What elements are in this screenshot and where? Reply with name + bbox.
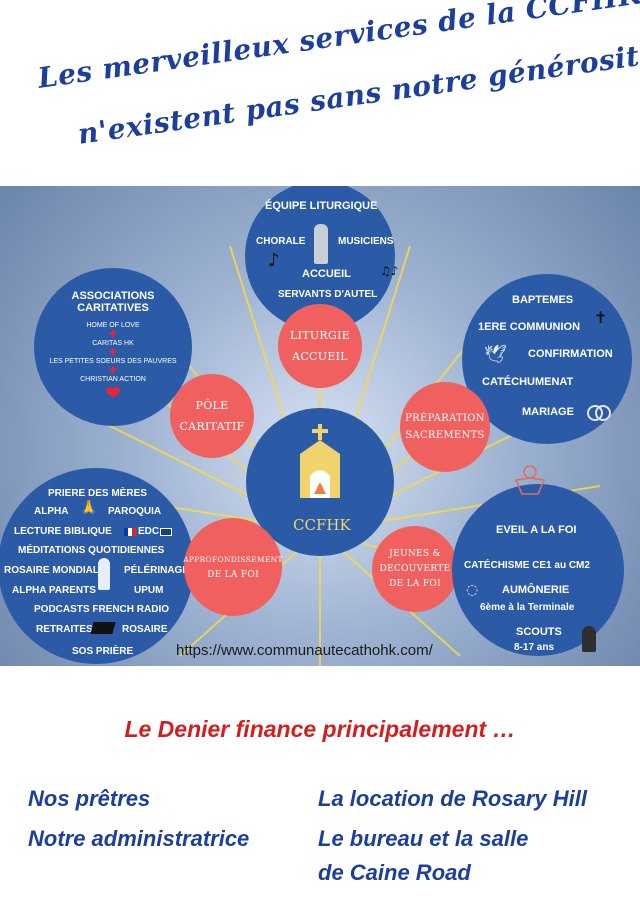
circle-eveil bbox=[452, 484, 624, 656]
pole-line-2: CARITATIF bbox=[179, 420, 245, 433]
right-list: La location de Rosary Hill Le bureau et … bbox=[318, 782, 587, 890]
br-row-6: 8-17 ans bbox=[514, 642, 555, 653]
jeunes-line-2: DECOUVERTE bbox=[379, 564, 451, 574]
chapel-icon bbox=[296, 424, 344, 498]
bl-row-4: MÉDITATIONS QUOTIDIENNES bbox=[18, 545, 165, 556]
prep-line-2: SACREMENTS bbox=[405, 430, 485, 441]
list-item-caine-road: de Caine Road bbox=[318, 860, 471, 885]
scout-icon bbox=[582, 626, 596, 652]
circle-liturgie: LITURGIE ACCUEIL bbox=[278, 304, 362, 388]
bible-icon bbox=[90, 622, 116, 634]
equipe-chorale: CHORALE bbox=[256, 236, 306, 247]
sacr-item-4: CATÉCHUMENAT bbox=[482, 376, 574, 388]
bl-row-2a: ALPHA bbox=[34, 506, 69, 517]
center-label: CCFHK bbox=[293, 516, 351, 534]
circle-pole-caritatif: PÔLE CARITATIF bbox=[170, 374, 254, 458]
assoc-cross-icon-2: ✚ bbox=[109, 347, 117, 357]
left-list: Nos prêtres Notre administratrice bbox=[28, 782, 249, 856]
rings-icon bbox=[586, 402, 612, 422]
jeunes-line-3: DE LA FOI bbox=[389, 579, 441, 589]
equipe-servants: SERVANTS D'AUTEL bbox=[278, 289, 378, 300]
assoc-title-1: ASSOCIATIONS bbox=[71, 290, 155, 302]
bl-row-3b: EDC bbox=[138, 526, 160, 537]
br-row-1: EVEIL A LA FOI bbox=[496, 524, 577, 536]
sacr-item-1: BAPTEMES bbox=[512, 294, 574, 306]
assoc-cross-icon-3: ✚ bbox=[109, 365, 117, 375]
assoc-item-1: HOME OF LOVE bbox=[86, 322, 140, 329]
equipe-accueil: ACCUEIL bbox=[302, 268, 351, 280]
br-row-4: 6ème à la Terminale bbox=[480, 602, 575, 613]
bl-row-6b: UPUM bbox=[134, 585, 164, 596]
circle-preparation: PRÉPARATION SACREMENTS bbox=[400, 382, 490, 472]
equipe-musiciens: MUSICIENS bbox=[338, 236, 394, 247]
prep-line-1: PRÉPARATION bbox=[405, 413, 485, 424]
bl-row-3a: LECTURE BIBLIQUE bbox=[14, 526, 112, 537]
bl-row-1: PRIERE DES MÈRES bbox=[48, 488, 147, 499]
sacr-item-2: 1ERE COMMUNION bbox=[478, 321, 581, 333]
denier-subtitle: Le Denier finance principalement … bbox=[124, 716, 516, 742]
dove-icon: 🕊 bbox=[484, 344, 507, 365]
circle-associations: ASSOCIATIONS CARITATIVES HOME OF LOVE ✚ … bbox=[34, 268, 192, 426]
bl-row-5b: PÉLÉRINAGE bbox=[124, 565, 190, 576]
br-row-2: CATÉCHISME CE1 au CM2 bbox=[464, 560, 590, 571]
list-item-pretres: Nos prêtres bbox=[28, 786, 151, 811]
circle-sacrements bbox=[462, 274, 632, 444]
uk-flag-icon bbox=[160, 528, 172, 536]
list-item-rosary-hill: La location de Rosary Hill bbox=[318, 786, 587, 811]
jesus-figure-icon bbox=[512, 464, 548, 496]
list-item-bureau: Le bureau et la salle bbox=[318, 826, 529, 851]
br-row-5: SCOUTS bbox=[516, 626, 562, 638]
bl-row-7: PODCASTS FRENCH RADIO bbox=[34, 604, 170, 615]
assoc-item-3: LES PETITES SOEURS DES PAUVRES bbox=[49, 358, 177, 365]
assoc-cross-icon-1: ✚ bbox=[109, 329, 117, 339]
pole-line-1: PÔLE bbox=[195, 399, 229, 412]
jeunes-line-1: JEUNES & bbox=[389, 549, 441, 559]
sacr-item-3: CONFIRMATION bbox=[528, 348, 613, 360]
liturgie-line-1: LITURGIE bbox=[289, 329, 351, 342]
bl-row-9: SOS PRIÈRE bbox=[72, 646, 134, 657]
services-graphic: ÉQUIPE LITURGIQUE CHORALE MUSICIENS ACCU… bbox=[0, 186, 640, 666]
france-flag-icon bbox=[124, 528, 136, 536]
assoc-title-2: CARITATIVES bbox=[77, 302, 149, 314]
mary-statue-icon bbox=[98, 558, 110, 590]
rosary-icon: ◌ bbox=[466, 582, 479, 598]
br-row-3: AUMÔNERIE bbox=[502, 584, 570, 596]
sacr-item-5: MARIAGE bbox=[522, 406, 574, 418]
music-note-icon: ♪ bbox=[268, 250, 280, 271]
heart-cross-icon: ❤ bbox=[105, 383, 121, 403]
bl-row-6a: ALPHA PARENTS bbox=[12, 585, 96, 596]
notes-icon: ♫♪ bbox=[380, 264, 399, 278]
equipe-title: ÉQUIPE LITURGIQUE bbox=[265, 200, 378, 212]
liturgie-line-2: ACCUEIL bbox=[292, 350, 348, 363]
website-url[interactable]: https://www.communautecathohk.com/ bbox=[176, 642, 433, 659]
bl-row-8b: ROSAIRE bbox=[122, 624, 168, 635]
circle-approfondissement: APPROFONDISSEMENT DE LA FOI bbox=[183, 518, 283, 616]
list-item-administratrice: Notre administratrice bbox=[28, 826, 250, 851]
circle-jeunes: JEUNES & DECOUVERTE DE LA FOI bbox=[372, 526, 458, 612]
appro-line-2: DE LA FOI bbox=[207, 569, 259, 580]
appro-line-1: APPROFONDISSEMENT bbox=[183, 554, 283, 564]
bl-row-8a: RETRAITES bbox=[36, 624, 93, 635]
praying-hands-icon: 🙏 bbox=[80, 500, 98, 516]
headline: Les merveilleux services de la CCFHK n'e… bbox=[0, 0, 640, 185]
bl-row-5a: ROSAIRE MONDIAL bbox=[4, 565, 99, 576]
priest-figure-icon bbox=[314, 224, 328, 264]
bl-row-2b: PAROQUIA bbox=[108, 506, 162, 517]
assoc-item-4: CHRISTIAN ACTION bbox=[80, 376, 146, 383]
chalice-icon: ✝ bbox=[594, 308, 608, 327]
assoc-item-2: CARITAS HK bbox=[92, 340, 134, 347]
